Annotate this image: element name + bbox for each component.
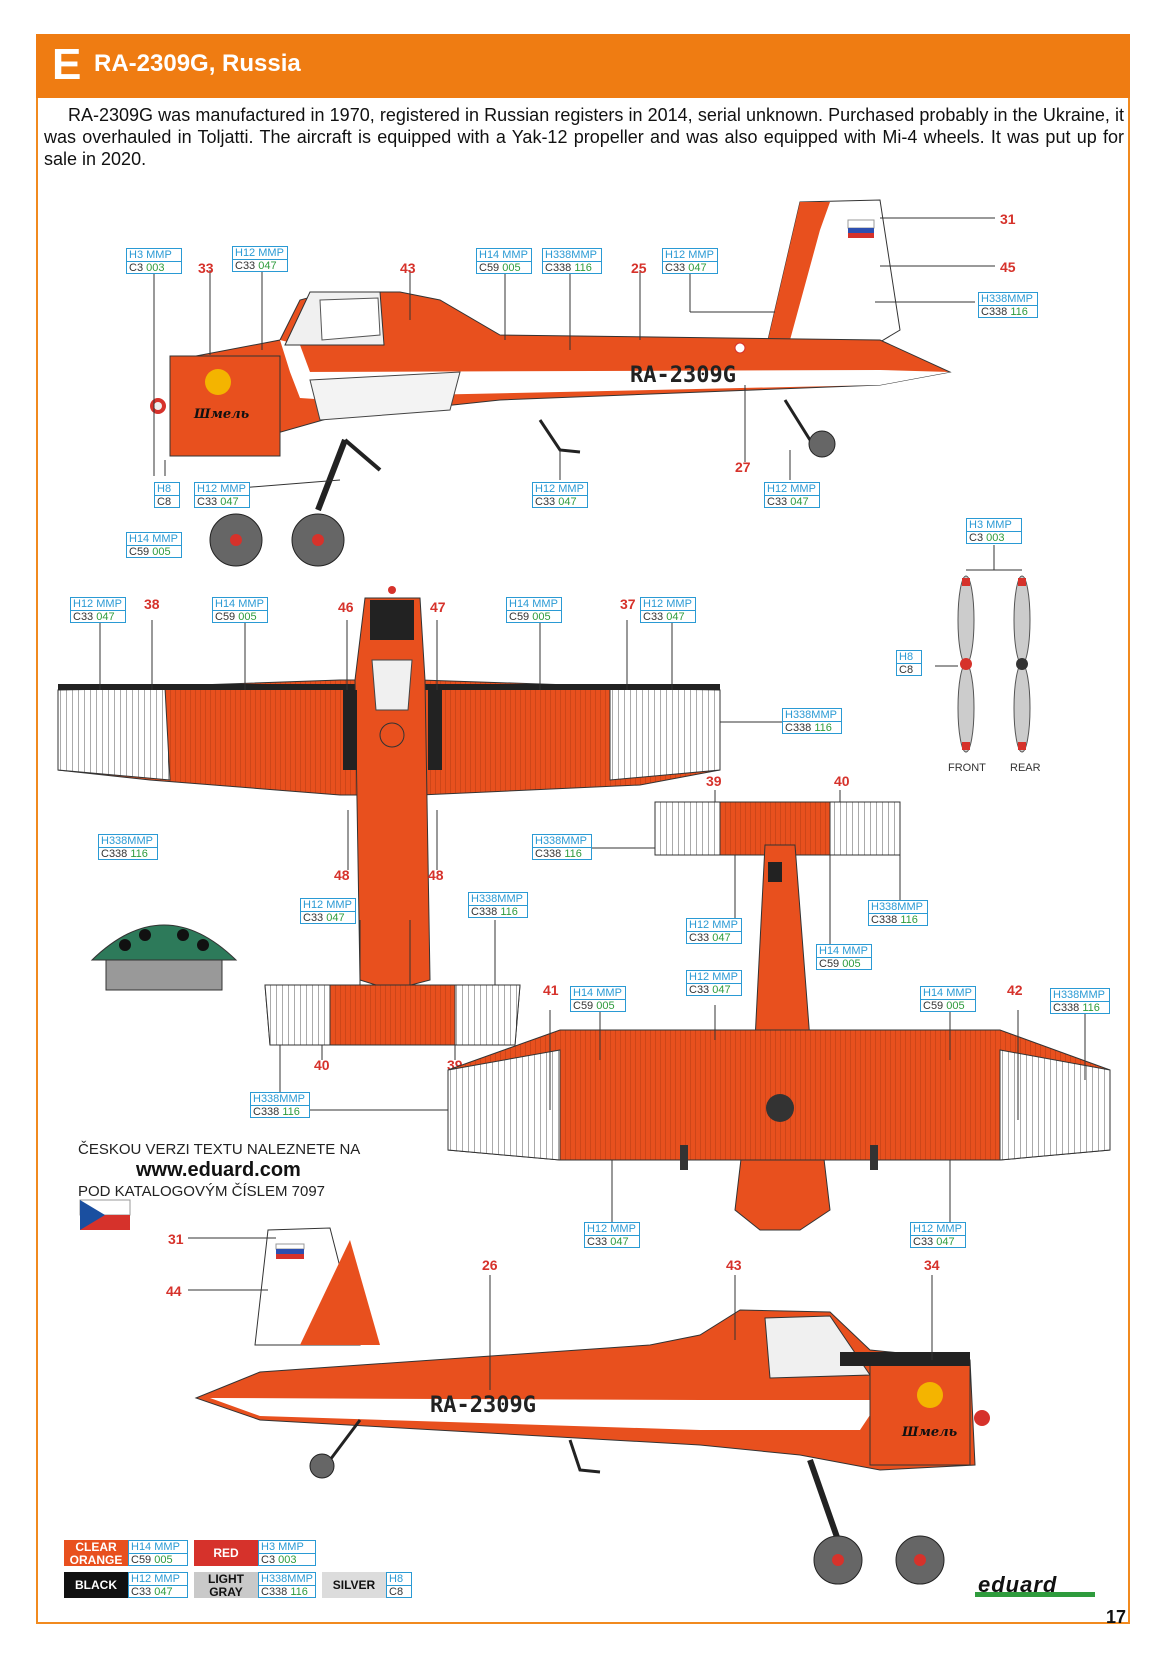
callout-43-right: 43	[726, 1257, 742, 1273]
callout-25: 25	[631, 260, 647, 276]
nose-art-text: Шмель	[193, 407, 250, 422]
side-view-left: Шмель RA-2309G	[150, 199, 952, 567]
propeller-rear	[1013, 575, 1031, 753]
top-view	[57, 586, 721, 1046]
callout-45: 45	[1000, 259, 1016, 275]
callout-38: 38	[144, 596, 160, 612]
nose-art-text-right: Шмель	[901, 1425, 958, 1440]
callout-47: 47	[430, 599, 446, 615]
czech-flag	[79, 1199, 131, 1230]
legend-clear-orange: CLEAR ORANGE	[64, 1540, 128, 1567]
legend-black: BLACK	[64, 1572, 128, 1598]
legend-silver: SILVER	[322, 1572, 386, 1598]
section-header: E RA-2309G, Russia	[36, 34, 1130, 98]
page-number: 17	[1105, 1607, 1126, 1627]
top-view-callouts	[99, 620, 782, 1100]
callout-31-right: 31	[168, 1231, 184, 1247]
callout-33: 33	[198, 260, 214, 276]
callout-26: 26	[482, 1257, 498, 1273]
side-right-callouts	[188, 1237, 933, 1390]
callout-40-top: 40	[314, 1057, 330, 1073]
side-view-right: Шмель RA-2309G	[194, 1227, 990, 1585]
registration-side-right: RA-2309G	[430, 1393, 536, 1418]
propeller-callouts	[935, 545, 1022, 667]
bottom-view-callouts	[310, 790, 1086, 1230]
propeller-rear-label: REAR	[1010, 762, 1041, 774]
callout-48-left: 48	[334, 867, 350, 883]
callout-27: 27	[735, 459, 751, 475]
czech-note-line1: ČESKOU VERZI TEXTU NALEZNETE NA	[78, 1141, 361, 1158]
callout-43: 43	[400, 260, 416, 276]
propeller-front	[957, 575, 975, 753]
callout-46: 46	[338, 599, 354, 615]
registration-side-left: RA-2309G	[630, 363, 736, 388]
czech-version-note: ČESKOU VERZI TEXTU NALEZNETE NA www.edua…	[78, 1140, 360, 1201]
callout-39-bottom: 39	[706, 773, 722, 789]
scheme-description: RA-2309G was manufactured in 1970, regis…	[44, 105, 1124, 169]
eduard-logo-bar	[975, 1592, 1095, 1597]
callout-37: 37	[620, 596, 636, 612]
scheme-letter: E	[52, 40, 82, 89]
bottom-view	[447, 801, 1111, 1231]
callout-48-right: 48	[428, 867, 444, 883]
eduard-url: www.eduard.com	[136, 1159, 301, 1181]
callout-41: 41	[543, 982, 559, 998]
callout-34: 34	[924, 1257, 940, 1273]
instrument-panel	[90, 924, 238, 991]
callout-44: 44	[166, 1283, 182, 1299]
callout-40-bottom: 40	[834, 773, 850, 789]
callout-42: 42	[1007, 982, 1023, 998]
legend-light-gray: LIGHT GRAY	[194, 1572, 258, 1599]
propeller-front-label: FRONT	[948, 762, 986, 774]
callout-31: 31	[1000, 211, 1016, 227]
czech-note-line3: POD KATALOGOVÝM ČÍSLEM 7097	[78, 1183, 326, 1200]
scheme-title: RA-2309G, Russia	[94, 50, 301, 77]
side-left-callouts	[153, 217, 995, 489]
legend-red: RED	[194, 1540, 258, 1566]
